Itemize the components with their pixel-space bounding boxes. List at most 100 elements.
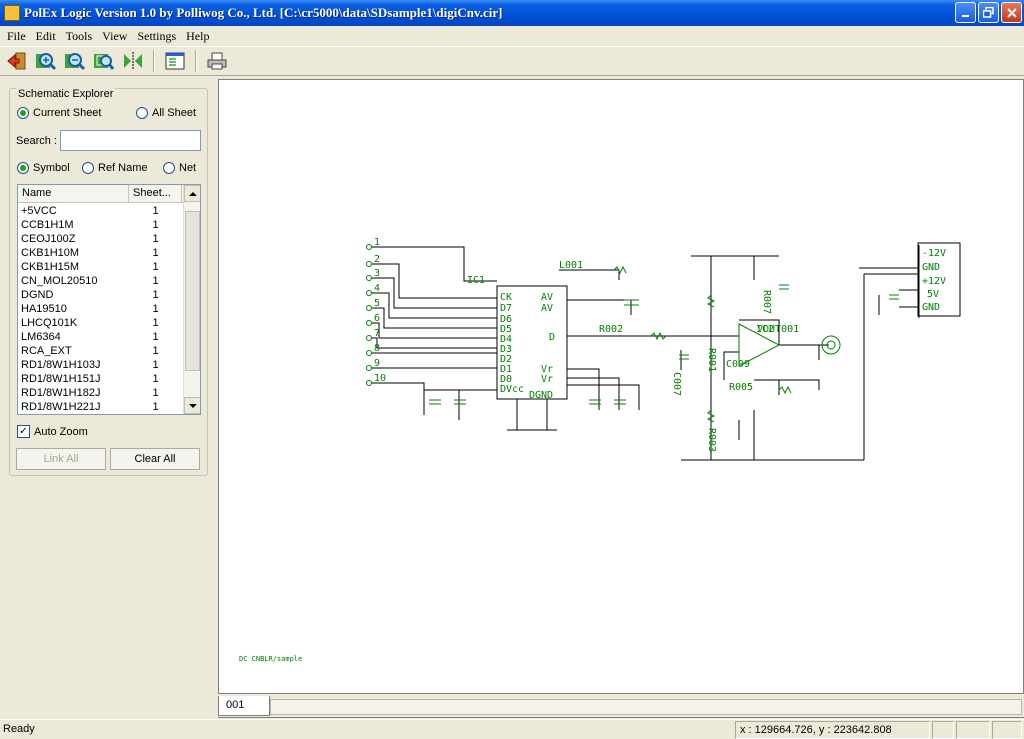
restore-button[interactable]: [978, 2, 999, 23]
list-item-name: CN_MOL20510: [21, 275, 98, 287]
connector-pin-9: 9: [374, 358, 380, 369]
schematic-canvas[interactable]: 1 2 3 4 5 6 7 8 9 10 IC1 CK D7 D6 D5 D4 …: [218, 79, 1024, 694]
menu-file[interactable]: File: [7, 28, 26, 43]
schematic-explorer-panel: Schematic Explorer Current Sheet All She…: [9, 88, 208, 476]
supply-minus12v: -12V: [922, 248, 946, 259]
list-item-name: RD1/8W1H182J: [21, 387, 101, 399]
status-bar: Ready x : 129664.726, y : 223642.808: [0, 719, 1024, 739]
c007-label: C007: [671, 372, 682, 396]
auto-zoom-checkbox[interactable]: ✓ Auto Zoom: [17, 425, 88, 438]
column-header-sheet[interactable]: Sheet...: [129, 185, 182, 203]
ic1-pin-d3: D3: [500, 344, 512, 355]
list-scrollbar[interactable]: [183, 185, 200, 414]
ic1-pin-d0: D0: [500, 374, 512, 385]
checkmark-icon: ✓: [17, 425, 30, 438]
status-pane-empty: [956, 721, 990, 739]
list-item-sheet: 1: [152, 387, 159, 399]
list-item-sheet: 1: [152, 401, 159, 413]
filter-net-radio[interactable]: Net: [163, 162, 196, 174]
clear-all-button[interactable]: Clear All: [110, 448, 200, 470]
horizontal-scrollbar[interactable]: [270, 699, 1022, 715]
window-title: PolEx Logic Version 1.0 by Polliwog Co.,…: [24, 5, 503, 20]
ic1-pin-ck: CK: [500, 292, 512, 303]
schematic-drawing: 1 2 3 4 5 6 7 8 9 10 IC1 CK D7 D6 D5 D4 …: [239, 237, 961, 663]
ic1-pin-d7: D7: [500, 303, 512, 314]
list-item-sheet: 1: [152, 233, 159, 245]
explorer-legend: Schematic Explorer: [16, 88, 116, 100]
scope-current-sheet-radio[interactable]: Current Sheet: [17, 107, 101, 119]
ic1-pin-d5: D5: [500, 324, 512, 335]
print-icon: [207, 52, 227, 70]
r003-label: R003: [706, 428, 717, 452]
filter-refname-label: Ref Name: [98, 162, 148, 174]
list-item-sheet: 1: [152, 303, 159, 315]
menu-bar: File Edit Tools View Settings Help: [0, 26, 1024, 46]
scroll-down-button[interactable]: [184, 397, 200, 414]
flip-button[interactable]: [120, 49, 146, 73]
ic1-pin-vr1: Vr: [541, 364, 553, 375]
list-item[interactable]: CEOJ100Z 1: [18, 232, 184, 246]
sheet-tab-001[interactable]: 001: [218, 696, 270, 716]
menu-edit[interactable]: Edit: [35, 28, 56, 43]
filter-refname-radio[interactable]: Ref Name: [82, 162, 148, 174]
radio-icon: [17, 107, 29, 119]
print-button[interactable]: [204, 49, 230, 73]
scope-all-sheet-radio[interactable]: All Sheet: [136, 107, 196, 119]
connector-pin-3: 3: [374, 268, 380, 279]
sheet-tab-bar: 001: [218, 694, 1024, 718]
title-bar[interactable]: PolEx Logic Version 1.0 by Polliwog Co.,…: [0, 0, 1024, 26]
list-item-name: RCA_EXT: [21, 345, 72, 357]
status-coordinates: x : 129664.726, y : 223642.808: [735, 721, 930, 739]
close-button[interactable]: [1001, 2, 1022, 23]
column-header-name[interactable]: Name: [18, 185, 129, 203]
zoom-fit-button[interactable]: [91, 49, 117, 73]
arrow-down-icon: [188, 403, 197, 408]
window-button[interactable]: [162, 49, 188, 73]
filter-symbol-radio[interactable]: Symbol: [17, 162, 70, 174]
ic1-pin-d1: D1: [500, 364, 512, 375]
list-item-name: CEOJ100Z: [21, 233, 76, 245]
list-item-name: DGND: [21, 289, 54, 301]
radio-icon: [136, 107, 148, 119]
list-item-sheet: 1: [152, 261, 159, 273]
list-item-sheet: 1: [152, 219, 159, 231]
ic2-label: IC2: [756, 324, 774, 335]
zoom-out-button[interactable]: [62, 49, 88, 73]
search-input[interactable]: [60, 130, 201, 151]
scroll-up-button[interactable]: [184, 185, 200, 202]
list-item-name: +5VCC: [21, 205, 57, 217]
menu-view[interactable]: View: [102, 28, 128, 43]
zoom-in-button[interactable]: [33, 49, 59, 73]
list-item[interactable]: RD1/8W1H182J 1: [18, 386, 184, 400]
scroll-thumb[interactable]: [185, 211, 200, 371]
connector-pin-7: 7: [374, 328, 380, 339]
toolbar-separator: [153, 50, 155, 72]
radio-icon: [163, 162, 175, 174]
status-pane-empty: [992, 721, 1022, 739]
drawing-footer: DC CNBLR/sample: [239, 655, 302, 663]
menu-help[interactable]: Help: [186, 28, 210, 43]
minimize-button[interactable]: [955, 2, 976, 23]
link-all-button[interactable]: Link All: [16, 448, 106, 470]
supply-gnd1: GND: [922, 262, 940, 273]
menu-settings[interactable]: Settings: [137, 28, 177, 43]
list-item-name: CKB1H10M: [21, 247, 80, 259]
menu-tools[interactable]: Tools: [65, 28, 93, 43]
exit-button[interactable]: [4, 49, 30, 73]
auto-zoom-label: Auto Zoom: [34, 425, 88, 438]
